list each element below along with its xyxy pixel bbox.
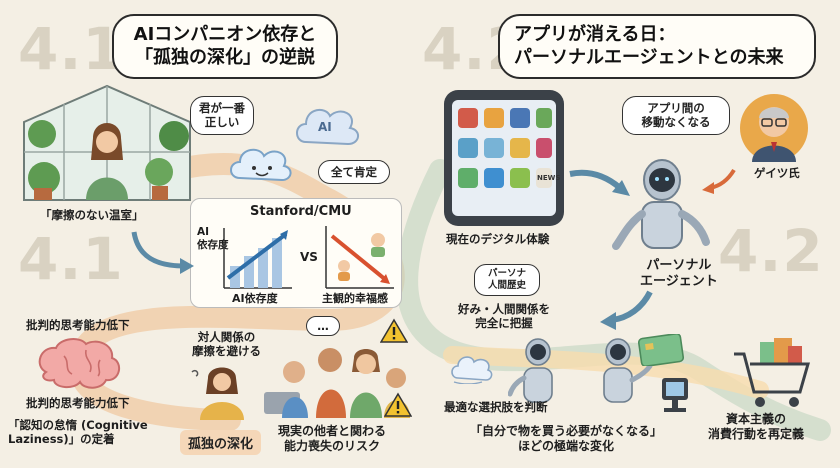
no-buy-label: 「自分で物を買う必要がなくなる」 ほどの極端な変化 xyxy=(470,424,663,453)
bubble-affirm: 全て肯定 xyxy=(318,160,390,185)
laziness-label: 「認知の怠惰 (Cognitive Laziness)」の定着 xyxy=(8,418,148,447)
dependency-bar-chart xyxy=(223,228,292,289)
gates-quote-bubble: アプリ間の 移動なくなる xyxy=(622,96,730,135)
warning-icon-top xyxy=(380,318,408,343)
brain-label-bottom: 批判的思考能力低下 xyxy=(26,396,130,410)
phone-label: 現在のデジタル体験 xyxy=(446,232,550,246)
wellbeing-decline-chart xyxy=(325,226,394,289)
chart-vs: VS xyxy=(300,250,318,264)
chart-ylabel: AI 依存度 xyxy=(197,226,229,252)
brain-icon xyxy=(38,338,121,389)
grasp-label: 好み・人間関係を 完全に把握 xyxy=(458,302,550,331)
group-people-illustration xyxy=(264,348,410,418)
avoid-friction-label: 対人関係の 摩擦を避ける xyxy=(192,330,261,359)
ai-cloud-badge: AI xyxy=(318,120,332,134)
capitalism-label: 資本主義の 消費行動を再定義 xyxy=(708,412,805,441)
gates-portrait xyxy=(740,94,808,162)
chart-xlabel: AI依存度 xyxy=(232,292,278,305)
speech-dots-bubble: … xyxy=(306,316,340,337)
right-title-line1: アプリが消える日： xyxy=(514,24,676,45)
arrow-gates-to-agent xyxy=(702,168,736,194)
dependency-chart-card xyxy=(190,198,402,308)
robot-shopping-icon xyxy=(603,338,653,403)
section-number-4-1-mid: 4.1 xyxy=(18,225,124,293)
chart-right-label: 主観的幸福感 xyxy=(322,292,388,305)
payment-terminal-icon xyxy=(662,378,688,412)
right-title: アプリが消える日： パーソナルエージェントとの未来 xyxy=(498,14,816,79)
lonely-person-illustration xyxy=(191,367,244,420)
smartphone-apps-illustration xyxy=(444,90,564,226)
happy-cloud-icon xyxy=(230,148,292,182)
greenhouse-label: 「摩擦のない温室」 xyxy=(40,208,144,222)
warning-icon-bottom xyxy=(384,392,412,417)
robot-choosing-icon xyxy=(508,338,553,403)
left-title: AIコンパニオン依存と 「孤独の深化」の逆説 xyxy=(112,14,338,79)
bubble-best: 君が一番 正しい xyxy=(190,96,254,135)
choice-label: 最適な選択肢を判断 xyxy=(444,400,548,414)
section-number-4-1-top: 4.1 xyxy=(18,15,124,83)
section-number-4-2-mid: 4.2 xyxy=(718,217,824,285)
news-icon-text: NEWS xyxy=(537,174,561,182)
thinking-cloud-icon xyxy=(451,356,493,384)
agent-label: パーソナル エージェント xyxy=(640,258,718,290)
chart-header: Stanford/CMU xyxy=(250,204,352,219)
history-badge: パーソナ 人間歴史 xyxy=(474,264,540,296)
left-title-line1: AIコンパニオン依存と xyxy=(133,24,317,45)
brain-label-top: 批判的思考能力低下 xyxy=(26,318,130,332)
right-title-line2: パーソナルエージェントとの未来 xyxy=(514,46,784,68)
arrow-greenhouse-to-chart xyxy=(131,231,194,274)
greenhouse-illustration xyxy=(23,84,191,201)
gates-name: ゲイツ氏 xyxy=(754,166,800,180)
shopping-cart-icon xyxy=(734,338,810,407)
risk-label: 現実の他者と関わる 能力喪失のリスク xyxy=(278,424,387,453)
credit-card-icon xyxy=(638,334,684,366)
left-title-line2: 「孤独の深化」の逆説 xyxy=(135,46,315,68)
arrow-phone-to-agent xyxy=(569,169,630,196)
personal-agent-robot xyxy=(612,159,710,250)
ai-cloud-icon xyxy=(296,108,359,146)
arrow-agent-down xyxy=(600,290,653,330)
loneliness-highlight: 孤独の深化 xyxy=(180,430,262,455)
